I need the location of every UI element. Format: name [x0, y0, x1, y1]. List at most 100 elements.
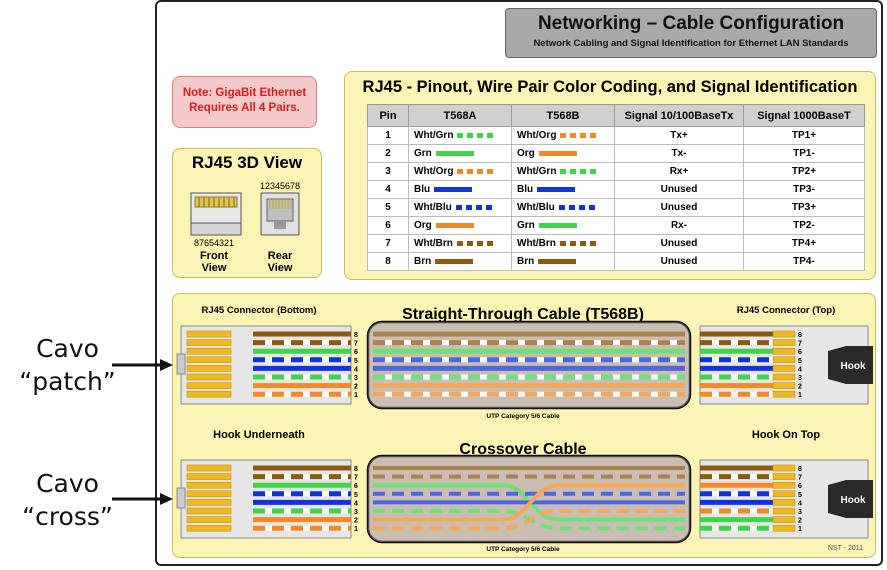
signal-1000-cell: TP4+: [743, 234, 865, 253]
pin-number: 5: [354, 492, 358, 499]
t568a-cell-text: Wht/Brn: [414, 238, 453, 249]
pin-cell: 7: [367, 234, 409, 253]
t568a-cell: Org: [408, 216, 512, 235]
straight-right-label: RJ45 Connector (Top): [737, 305, 836, 316]
pin-number: 5: [798, 358, 802, 365]
t568a-cell-text: Wht/Org: [414, 166, 454, 177]
t568a-cell: Blu: [408, 180, 512, 199]
wire-swatch: [560, 132, 599, 138]
pin-number: 4: [354, 366, 358, 373]
pin-number: 1: [354, 392, 358, 399]
signal-100-cell: Rx-: [614, 216, 744, 235]
wire-swatch: [538, 258, 577, 264]
pin-number: 2: [354, 384, 358, 391]
pin-number: 1: [354, 526, 358, 533]
pin-number: 7: [798, 475, 802, 482]
t568a-cell-text: Org: [414, 220, 432, 231]
signal-100-cell: Unused: [614, 234, 744, 253]
pin-number: 3: [354, 509, 358, 516]
cable-diagrams-panel: RJ45 Connector (Bottom) Straight-Through…: [172, 293, 876, 558]
signal-1000-cell: TP3-: [743, 180, 865, 199]
front-label: Front: [200, 250, 228, 262]
t568b-cell: Grn: [511, 216, 615, 235]
signal-1000-cell: TP1+: [743, 126, 865, 145]
t568a-cell-text: Grn: [414, 148, 432, 159]
pin-number: 6: [798, 349, 802, 356]
pin-cell: 4: [367, 180, 409, 199]
rj45-plug-illustration: 12345678 87654321 Front View Rear View: [190, 181, 300, 274]
cross-cable-tag: Cavo “cross”: [0, 467, 135, 533]
t568a-cell: Wht/Blu: [408, 198, 512, 217]
cross-right-label: Hook On Top: [752, 429, 821, 441]
t568b-cell-text: Blu: [517, 184, 534, 195]
credit-text: NST - 2011: [828, 545, 863, 552]
t568a-cell-text: Wht/Blu: [414, 202, 452, 213]
cross-arrow-icon: [112, 493, 173, 505]
wire-swatch: [435, 258, 474, 264]
pin-number: 1: [798, 392, 802, 399]
pin-cell: 5: [367, 198, 409, 217]
pin-number: 7: [354, 475, 358, 482]
pin-number: 2: [354, 518, 358, 525]
rear-plug-icon: [260, 192, 300, 236]
pin-number: 7: [354, 341, 358, 348]
cross-left-label: Hook Underneath: [213, 429, 305, 441]
col-t568a: T568A: [408, 104, 512, 127]
hook-label: Hook: [841, 495, 866, 506]
cable-diagrams-svg: RJ45 Connector (Bottom) Straight-Through…: [176, 305, 873, 553]
front-plug-icon: [190, 192, 242, 236]
pin-cell: 3: [367, 162, 409, 181]
signal-100-cell: Rx+: [614, 162, 744, 181]
gigabit-note: Note: GigaBit Ethernet Requires All 4 Pa…: [172, 76, 317, 128]
col-signal-100: Signal 10/100BaseTx: [614, 104, 744, 127]
pin-number: 5: [798, 492, 802, 499]
col-pin: Pin: [367, 104, 409, 127]
pin-cell: 2: [367, 144, 409, 163]
pin-cell: 6: [367, 216, 409, 235]
t568b-cell: Blu: [511, 180, 615, 199]
t568a-cell: Brn: [408, 252, 512, 271]
t568b-cell: Wht/Org: [511, 126, 615, 145]
t568a-cell-text: Brn: [414, 256, 432, 267]
col-t568b: T568B: [511, 104, 615, 127]
wire-swatch: [435, 150, 474, 156]
pinout-panel: RJ45 - Pinout, Wire Pair Color Coding, a…: [344, 71, 876, 280]
cross-title: Crossover Cable: [459, 441, 586, 458]
signal-100-cell: Tx+: [614, 126, 744, 145]
cross-cable-type: UTP Category 5/6 Cable: [486, 546, 560, 553]
patch-tag-line-2: “patch”: [19, 367, 116, 396]
cross-tag-line-2: “cross”: [22, 502, 113, 531]
wire-swatch: [457, 168, 496, 174]
rear-label: Rear: [268, 250, 293, 262]
front-pin-numbers: 87654321: [194, 238, 234, 248]
signal-100-cell: Unused: [614, 180, 744, 199]
t568b-cell: Brn: [511, 252, 615, 271]
pin-number: 4: [354, 500, 358, 507]
signal-1000-cell: TP3+: [743, 198, 865, 217]
t568a-cell: Wht/Org: [408, 162, 512, 181]
t568a-cell: Wht/Grn: [408, 126, 512, 145]
rj45-3d-view-title: RJ45 3D View: [191, 153, 303, 172]
signal-100-cell: Unused: [614, 198, 744, 217]
patch-cable-tag: Cavo “patch”: [0, 332, 135, 398]
t568a-cell: Wht/Brn: [408, 234, 512, 253]
wire-swatch: [560, 168, 599, 174]
wire-swatch: [558, 204, 597, 210]
t568a-cell-text: Wht/Grn: [414, 130, 454, 141]
note-line-2: Requires All 4 Pairs.: [189, 102, 300, 114]
t568b-cell-text: Wht/Brn: [517, 238, 556, 249]
pin-number: 4: [798, 366, 802, 373]
front-view-word: View: [202, 262, 227, 274]
pin-number: 8: [354, 466, 358, 473]
t568b-cell: Wht/Grn: [511, 162, 615, 181]
pin-number: 3: [798, 509, 802, 516]
pin-number: 7: [798, 341, 802, 348]
